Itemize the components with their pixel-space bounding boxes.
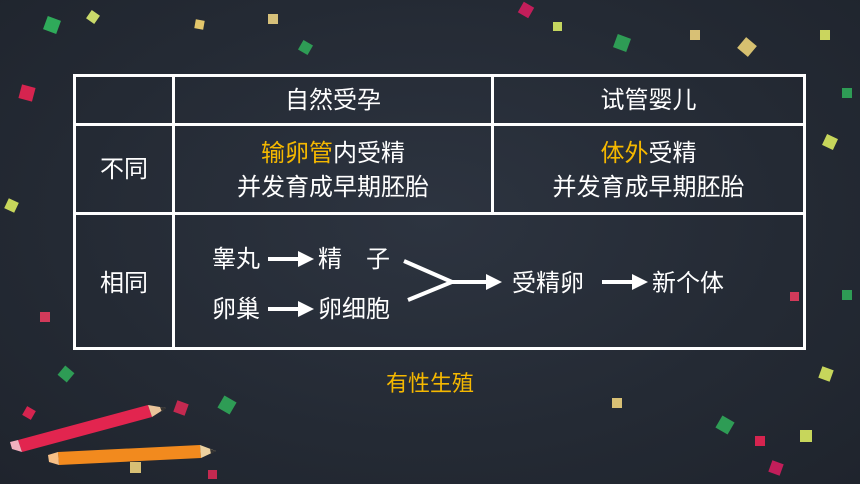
table-divider xyxy=(76,212,803,215)
header-natural-conception: 自然受孕 xyxy=(285,86,381,114)
comparison-table: 自然受孕 试管婴儿 不同 输卵管内受精 并发育成早期胚胎 体外受精 并发育成早期… xyxy=(73,74,806,350)
ivf-diff-line2: 并发育成早期胚胎 xyxy=(552,173,745,201)
zygote-label: 受精卵 xyxy=(512,269,584,297)
header-ivf: 试管婴儿 xyxy=(600,86,697,114)
table-divider xyxy=(76,123,803,126)
ovary-label: 卵巢 xyxy=(212,295,260,323)
natural-diff-line2: 并发育成早期胚胎 xyxy=(237,173,429,201)
in-vitro-highlight: 体外 xyxy=(600,139,649,167)
oviduct-highlight: 输卵管 xyxy=(261,139,333,167)
row-label-same: 相同 xyxy=(100,269,148,297)
orange-pencil xyxy=(48,445,216,465)
new-individual-label: 新个体 xyxy=(652,269,724,297)
sexual-reproduction-caption: 有性生殖 xyxy=(385,372,474,397)
natural-diff-line1: 输卵管内受精 xyxy=(261,139,405,167)
red-pencil xyxy=(10,405,166,452)
row-label-different: 不同 xyxy=(100,155,148,183)
table-divider xyxy=(491,77,494,215)
table-divider xyxy=(172,77,175,347)
sperm-label: 精 子 xyxy=(318,245,390,273)
testis-label: 睾丸 xyxy=(212,245,260,273)
ivf-diff-line1: 体外受精 xyxy=(600,139,697,167)
converge-lines xyxy=(403,259,458,302)
egg-cell-label: 卵细胞 xyxy=(318,295,390,323)
